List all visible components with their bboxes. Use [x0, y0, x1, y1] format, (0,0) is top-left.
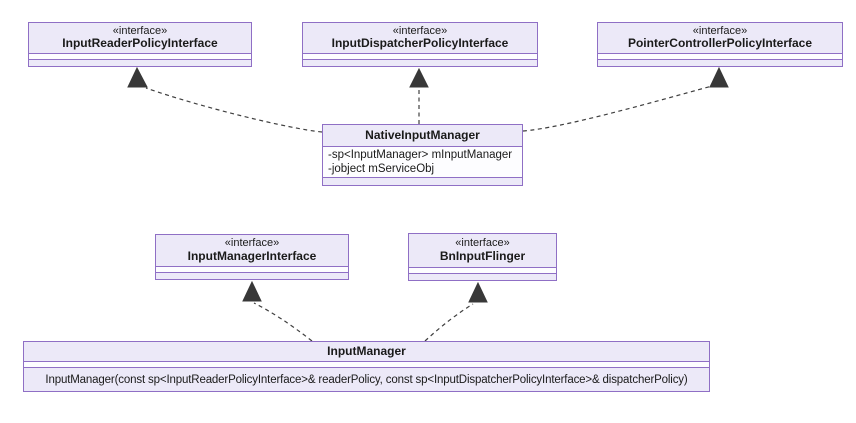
method-item: InputManager(const sp<InputReaderPolicyI… [45, 373, 688, 386]
class-name-label: InputReaderPolicyInterface [62, 36, 218, 51]
empty-methods-compartment [598, 59, 842, 66]
empty-attributes-compartment [598, 53, 842, 59]
inheritance-arrowhead-icon [127, 66, 148, 88]
class-name-label: NativeInputManager [365, 127, 480, 142]
class-box-inputdispatcherpolicyinterface: «interface» InputDispatcherPolicyInterfa… [302, 22, 538, 67]
attribute-item: -jobject mServiceObj [328, 163, 435, 175]
class-header: NativeInputManager [323, 125, 522, 146]
empty-methods-compartment [29, 59, 251, 66]
class-box-inputreaderpolicyinterface: «interface» InputReaderPolicyInterface [28, 22, 252, 67]
stereotype-label: «interface» [224, 237, 280, 250]
class-header: «interface» InputManagerInterface [156, 235, 348, 266]
edge-inputmanager-inputmanagerinterface [253, 302, 313, 342]
empty-methods-compartment [409, 273, 556, 280]
class-box-inputmanagerinterface: «interface» InputManagerInterface [155, 234, 349, 280]
stereotype-label: «interface» [455, 237, 510, 250]
class-box-bninputflinger: «interface» BnInputFlinger [408, 233, 557, 281]
class-name-label: InputManager [327, 343, 406, 358]
empty-attributes-compartment [409, 267, 556, 273]
class-name-label: PointerControllerPolicyInterface [627, 36, 813, 51]
class-box-pointercontrollerpolicyinterface: «interface» PointerControllerPolicyInter… [597, 22, 843, 67]
attributes-compartment: -sp<InputManager> mInputManager -jobject… [323, 146, 522, 177]
class-header: «interface» BnInputFlinger [409, 234, 556, 267]
class-box-inputmanager: InputManager InputManager(const sp<Input… [23, 341, 710, 392]
inheritance-arrowhead-icon [468, 281, 488, 303]
stereotype-label: «interface» [392, 24, 448, 37]
edge-nativeinputmanager-inputreaderpolicyinterface [145, 87, 323, 133]
empty-attributes-compartment [156, 266, 348, 272]
empty-methods-compartment [156, 272, 348, 279]
class-header: «interface» InputDispatcherPolicyInterfa… [303, 23, 537, 53]
empty-methods-compartment [303, 59, 537, 66]
stereotype-label: «interface» [692, 24, 748, 37]
attribute-item: -sp<InputManager> mInputManager [328, 149, 513, 161]
class-name-label: InputManagerInterface [187, 248, 317, 263]
stereotype-label: «interface» [112, 24, 168, 37]
class-header: «interface» InputReaderPolicyInterface [29, 23, 251, 53]
edge-nativeinputmanager-pointercontrollerpolicyinterface [522, 85, 713, 132]
edge-inputmanager-bninputflinger [424, 303, 474, 342]
class-header: «interface» PointerControllerPolicyInter… [598, 23, 842, 53]
empty-attributes-compartment [24, 361, 709, 367]
empty-methods-compartment [323, 177, 522, 185]
empty-attributes-compartment [303, 53, 537, 59]
empty-attributes-compartment [29, 53, 251, 59]
class-name-label: BnInputFlinger [439, 248, 526, 263]
class-name-label: InputDispatcherPolicyInterface [331, 36, 509, 51]
inheritance-arrowhead-icon [709, 66, 729, 88]
inheritance-arrowhead-icon [242, 280, 262, 302]
class-header: InputManager [24, 342, 709, 361]
methods-compartment: InputManager(const sp<InputReaderPolicyI… [24, 367, 709, 391]
class-box-nativeinputmanager: NativeInputManager -sp<InputManager> mIn… [322, 124, 523, 186]
inheritance-arrowhead-icon [409, 67, 429, 88]
